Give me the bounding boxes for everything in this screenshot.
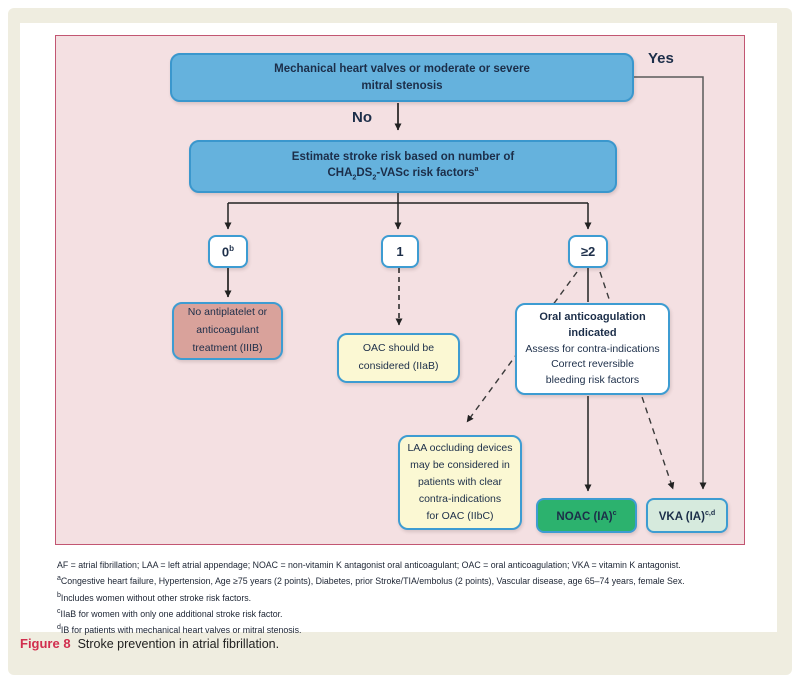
- node-estimate-stroke-risk: Estimate stroke risk based on number of …: [189, 140, 617, 193]
- node-laa-occluding-devices: LAA occluding devices may be considered …: [398, 435, 522, 530]
- node-text-line: No antiplatelet or: [187, 306, 268, 319]
- node-text-line: contra-indications: [418, 493, 502, 505]
- node-text-bold: indicated: [568, 327, 617, 340]
- node-score-0: 0b: [208, 235, 248, 268]
- node-text-line: anticoagulant: [196, 324, 259, 337]
- footnote-abbreviations: AF = atrial fibrillation; LAA = left atr…: [57, 559, 681, 570]
- node-text-line: Estimate stroke risk based on number of: [291, 151, 515, 164]
- node-text-line: considered (IIaB): [358, 360, 439, 372]
- node-text-line: bleeding risk factors: [545, 373, 640, 386]
- node-label: VKA (IA)c,d: [658, 508, 716, 523]
- node-text-line: Mechanical heart valves or moderate or s…: [274, 63, 530, 76]
- node-oral-anticoagulation-indicated: Oral anticoagulation indicated Assess fo…: [515, 303, 670, 395]
- node-no-treatment: No antiplatelet or anticoagulant treatme…: [172, 302, 283, 360]
- score-label: 0b: [221, 243, 235, 260]
- figure-caption: Figure 8 Stroke prevention in atrial fibr…: [20, 636, 279, 651]
- node-vka: VKA (IA)c,d: [646, 498, 728, 533]
- node-label: NOAC (IA)c: [556, 508, 617, 523]
- node-text-line: OAC should be: [362, 342, 435, 355]
- score-label: 1: [396, 244, 404, 259]
- node-text-line: CHA2DS2-VASc risk factorsa: [327, 165, 479, 182]
- figure-number: Figure 8: [20, 636, 71, 651]
- score-label: ≥2: [580, 244, 596, 259]
- node-text-line: patients with clear: [417, 476, 503, 488]
- footnote-b: bIncludes women without other stroke ris…: [57, 591, 252, 603]
- node-text-line: treatment (IIIB): [192, 341, 263, 354]
- node-oac-considered: OAC should be considered (IIaB): [337, 333, 460, 383]
- footnote-c: cIIaB for women with only one additional…: [57, 607, 283, 619]
- figure-caption-text: Stroke prevention in atrial fibrillation…: [77, 637, 280, 651]
- edge-label-no: No: [352, 109, 372, 126]
- node-text-line: mitral stenosis: [361, 79, 443, 92]
- node-text-line: Assess for contra-indications: [525, 343, 660, 356]
- node-text-line: may be considered in: [410, 459, 510, 471]
- node-score-1: 1: [381, 235, 419, 268]
- node-text-line: for OAC (IIbC): [426, 510, 494, 522]
- node-mechanical-valves: Mechanical heart valves or moderate or s…: [170, 53, 634, 102]
- figure-footnotes: AF = atrial fibrillation; LAA = left atr…: [57, 556, 747, 638]
- node-score-2: ≥2: [568, 235, 608, 268]
- node-text-bold: Oral anticoagulation: [539, 311, 646, 324]
- edge-label-yes: Yes: [648, 50, 674, 67]
- footnote-d: dIB for patients with mechanical heart v…: [57, 624, 302, 636]
- node-text-line: Correct reversible: [551, 358, 634, 371]
- node-noac: NOAC (IA)c: [536, 498, 637, 533]
- node-text-line: LAA occluding devices: [407, 442, 513, 454]
- footnote-a: aCongestive heart failure, Hypertension,…: [57, 575, 685, 587]
